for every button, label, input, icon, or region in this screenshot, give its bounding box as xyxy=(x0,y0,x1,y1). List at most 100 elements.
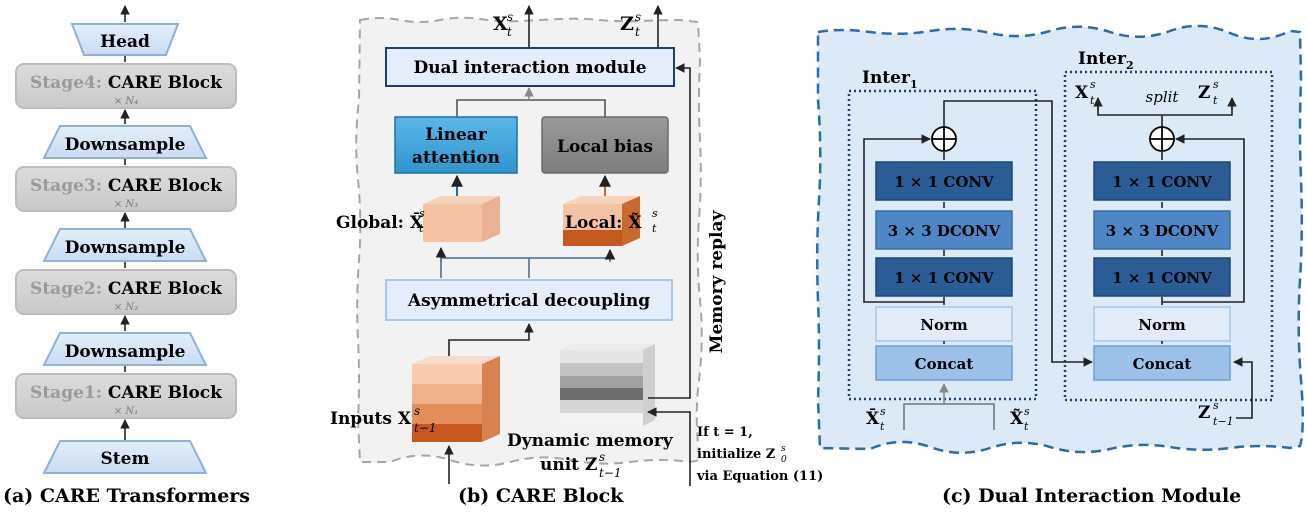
panel-a-caption: (a) CARE Transformers xyxy=(3,485,250,507)
output-x-sub: t xyxy=(507,25,512,39)
stage4-block xyxy=(15,63,237,109)
stage4-label: Stage4: CARE Block xyxy=(30,73,223,93)
global-label: Global: X̄ xyxy=(336,212,424,233)
stem-label: Stem xyxy=(101,449,150,469)
output-z-c-label: Z xyxy=(1198,83,1210,103)
inter2-norm xyxy=(1093,306,1231,342)
local-bias-box xyxy=(541,116,669,174)
memory-sup: s xyxy=(599,450,605,464)
init-note-2: initialize Z xyxy=(697,447,776,462)
inter1-conv-bottom-label: 1 × 1 CONV xyxy=(894,269,994,287)
asymmetrical-decoupling-box xyxy=(385,279,673,321)
inter1-sub: 1 xyxy=(910,78,918,91)
inter2-norm-label: Norm xyxy=(1138,316,1186,334)
inter1-frame xyxy=(847,89,1038,401)
global-sup: s xyxy=(419,207,425,220)
inter2-sub: 2 xyxy=(1126,59,1134,72)
stem-block xyxy=(42,440,208,474)
linear-attention-label-1: Linear xyxy=(425,125,488,145)
stage1-repeat: × N₁ xyxy=(114,406,138,417)
downsample2-block xyxy=(42,228,208,262)
panel-b-caption: (b) CARE Block xyxy=(458,485,624,507)
panel-a: Head Stage4: CARE Block × N₄ Downsample … xyxy=(3,5,250,507)
input-xtilde-label: X̃ xyxy=(1010,409,1024,429)
inputs-sup: s xyxy=(414,404,420,418)
local-feature-cube xyxy=(563,196,640,246)
stage3-repeat: × N₃ xyxy=(114,199,138,210)
inter2-label: Inter xyxy=(1078,49,1127,69)
input-feature-cube xyxy=(412,356,500,442)
stage2-label: Stage2: CARE Block xyxy=(30,279,223,299)
input-xbar-sup: s xyxy=(880,405,886,418)
input-xtilde-sup: s xyxy=(1024,405,1030,418)
output-x-label: X xyxy=(493,13,508,35)
downsample3-block xyxy=(42,125,208,159)
inter2-dconv-label: 3 × 3 DCONV xyxy=(1106,222,1219,240)
input-xbar-label: X̄ xyxy=(866,408,880,429)
output-x-c-label: X xyxy=(1075,83,1089,103)
local-label: Local: X̃ xyxy=(565,213,642,233)
global-sub: t xyxy=(419,222,424,235)
init-note-1: If t = 1, xyxy=(697,425,753,440)
local-bias-label: Local bias xyxy=(557,137,653,157)
output-z-c-sub: t xyxy=(1213,94,1218,107)
linear-attention-label-2: attention xyxy=(412,148,500,168)
head-block xyxy=(70,23,180,56)
inter1-dconv xyxy=(875,210,1013,250)
downsample1-block xyxy=(42,332,208,366)
inter1-label: Inter xyxy=(862,68,911,88)
input-xbar-sub: t xyxy=(880,420,885,433)
inter1-concat xyxy=(875,345,1013,381)
panel-b: X t s Z t s Dual interaction module Line… xyxy=(330,5,823,507)
memory-sub: t−1 xyxy=(599,466,622,480)
global-feature-cube xyxy=(423,196,500,242)
inter2-concat xyxy=(1093,345,1231,381)
downsample3-label: Downsample xyxy=(65,135,186,155)
inter1-conv-top-label: 1 × 1 CONV xyxy=(894,173,994,191)
output-x-c-sub: t xyxy=(1090,94,1095,107)
output-z-c-sup: s xyxy=(1213,78,1219,91)
stage4-repeat: × N₄ xyxy=(114,96,138,107)
output-x-c-sup: s xyxy=(1090,78,1096,91)
stage2-repeat: × N₂ xyxy=(114,302,138,313)
init-sup: s xyxy=(781,444,786,454)
input-xtilde-sub: t xyxy=(1024,420,1029,433)
head-label: Head xyxy=(100,32,150,52)
inter2-conv-top xyxy=(1093,161,1231,201)
local-sup: s xyxy=(652,207,658,220)
init-sub: 0 xyxy=(781,455,787,465)
memory-unit-label-2: unit Z xyxy=(540,455,597,475)
stage3-label: Stage3: CARE Block xyxy=(30,176,223,196)
inter2-conv-bottom xyxy=(1093,257,1231,297)
inter1-norm-label: Norm xyxy=(920,316,968,334)
memory-unit-label-1: Dynamic memory xyxy=(507,431,674,451)
local-sub: t xyxy=(652,222,657,235)
memory-replay-label: Memory replay xyxy=(707,210,727,354)
inter1-conv-bottom xyxy=(875,257,1013,297)
panel-c: Inter 1 Inter 2 1 × 1 CONV 3 × 3 DCONV 1… xyxy=(815,24,1305,507)
inter1-conv-top xyxy=(875,161,1013,201)
inter2-dconv xyxy=(1093,210,1231,250)
inputs-sub: t−1 xyxy=(414,421,437,435)
inter2-conv-top-label: 1 × 1 CONV xyxy=(1112,173,1212,191)
stage3-block xyxy=(15,166,237,212)
output-z-sub: t xyxy=(635,25,640,39)
split-label: split xyxy=(1146,88,1180,106)
downsample1-label: Downsample xyxy=(65,342,186,362)
z-prev-label: Z xyxy=(1198,403,1210,423)
z-prev-sup: s xyxy=(1213,399,1219,412)
inter2-frame xyxy=(1063,70,1274,402)
output-z-sup: s xyxy=(635,10,641,24)
downsample2-label: Downsample xyxy=(65,238,186,258)
stage1-label: Stage1: CARE Block xyxy=(30,383,223,403)
output-x-sup: s xyxy=(507,10,513,24)
inter2-concat-label: Concat xyxy=(1133,355,1192,373)
z-prev-sub: t−1 xyxy=(1213,415,1234,428)
inputs-label: Inputs X xyxy=(330,409,412,429)
init-note-3: via Equation (11) xyxy=(696,469,823,484)
stage1-block xyxy=(15,373,237,419)
inter2-conv-bottom-label: 1 × 1 CONV xyxy=(1112,269,1212,287)
dual-interaction-module-box xyxy=(385,47,675,87)
linear-attention-box xyxy=(394,116,518,174)
